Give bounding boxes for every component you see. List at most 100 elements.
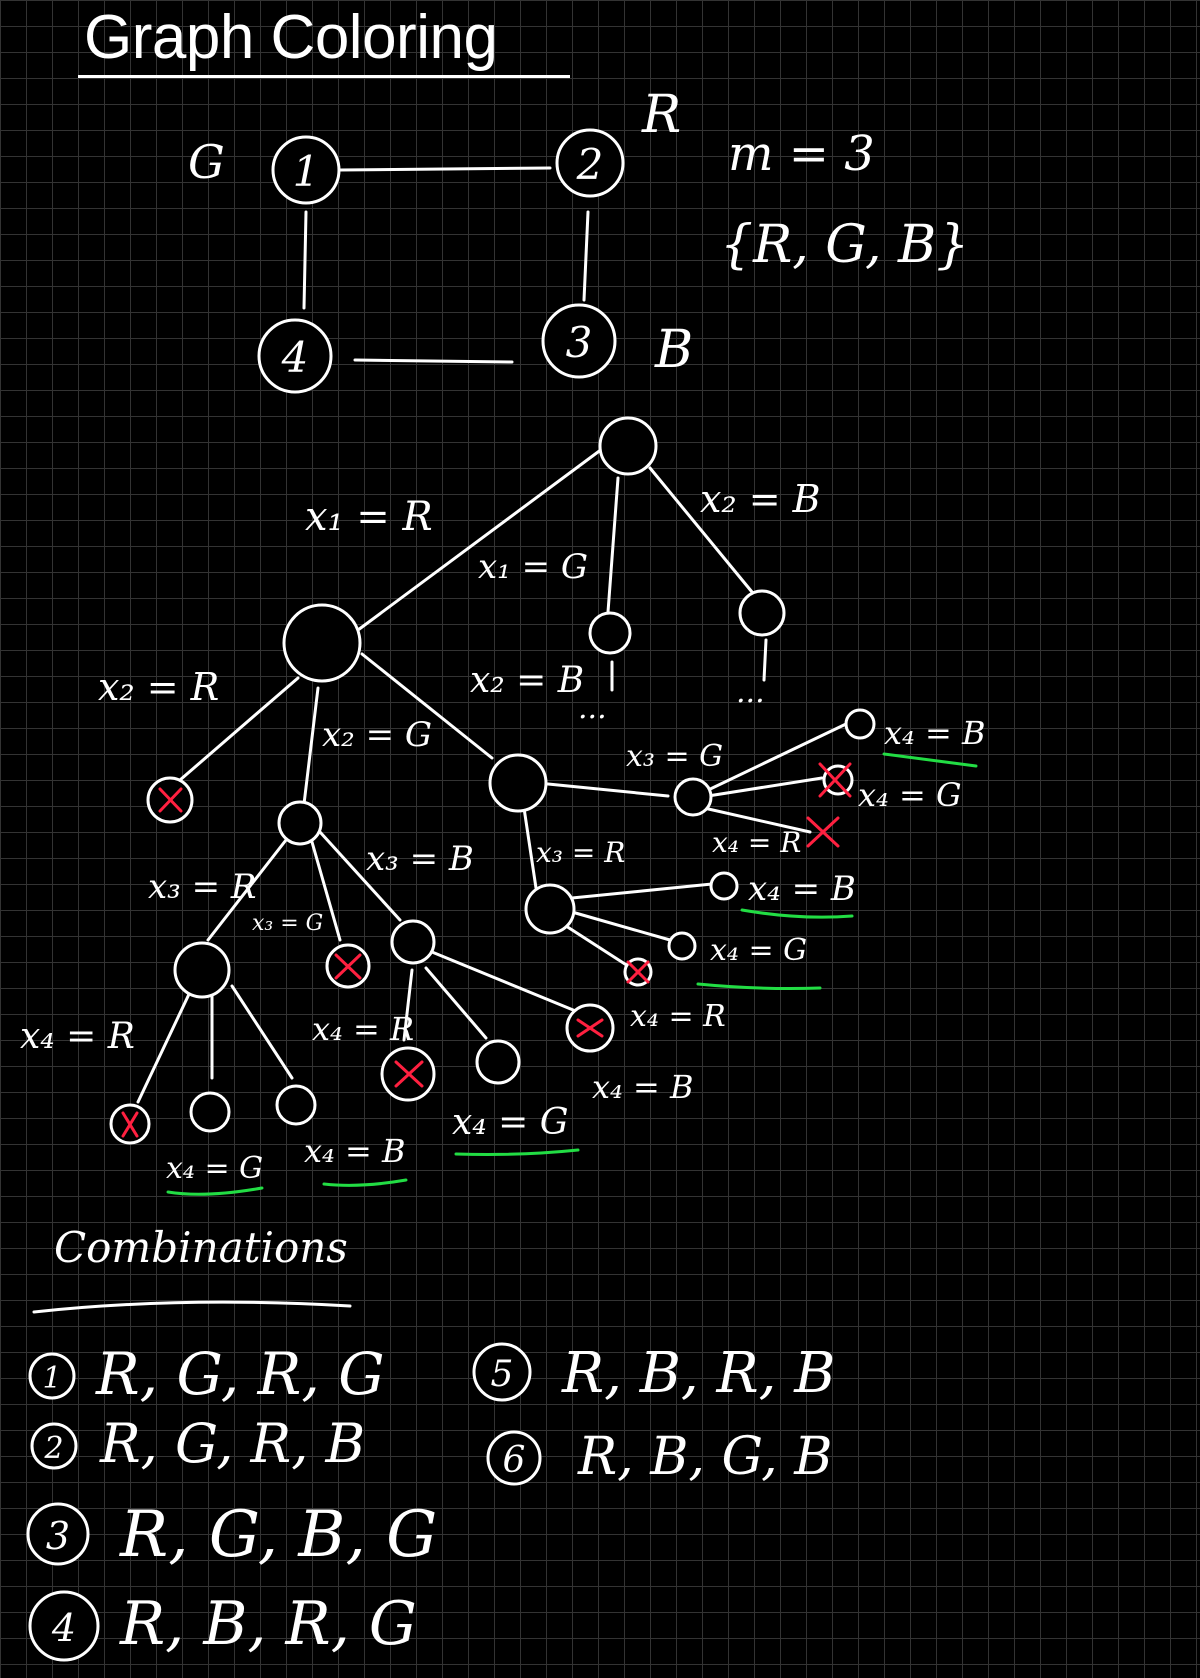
solution-underline <box>454 1148 580 1156</box>
prune-cross <box>818 762 852 798</box>
label-x2-B: x₂ = B <box>470 660 584 701</box>
vertex-2-label: 2 <box>576 140 604 189</box>
vertex-1-label: 1 <box>293 147 320 196</box>
label-x4-G-d: x₄ = G <box>710 933 807 968</box>
label-x1-G: x₁ = G <box>478 547 588 587</box>
tree-edge <box>648 466 754 594</box>
label-x4-B-c: x₄ = B <box>884 714 986 752</box>
label-x4-B-e: x₄ = B <box>592 1068 694 1106</box>
label-x3-G-b: x₃ = G <box>626 739 723 774</box>
number-circle <box>486 1430 542 1486</box>
tree-edge <box>606 476 620 614</box>
combination-item: 4 R, B, R, G <box>28 1589 417 1662</box>
vertex-1 <box>271 135 341 205</box>
combination-number: 4 <box>51 1606 76 1650</box>
combination-item: 2 R, G, R, B <box>30 1412 365 1475</box>
combination-number: 2 <box>43 1431 63 1466</box>
solution-underline <box>740 908 854 919</box>
number-circle <box>28 1352 76 1400</box>
combination-item: 6 R, B, G, B <box>486 1427 832 1487</box>
prune-cross <box>334 953 362 980</box>
vertex-3-label: 3 <box>566 318 593 367</box>
combinations-heading: Combinations <box>54 1223 348 1272</box>
combination-item: 1 R, G, R, G <box>28 1340 385 1408</box>
combination-item: 3 R, G, B, G <box>26 1498 437 1572</box>
prune-cross <box>806 816 840 848</box>
label-x3-G-a: x₃ = G <box>252 911 323 936</box>
tree-edge <box>522 806 538 890</box>
solution-underline <box>882 752 978 768</box>
tree-edge <box>430 950 580 1014</box>
combination-number: 6 <box>503 1440 526 1481</box>
combination-text: R, B, R, B <box>561 1341 835 1406</box>
tree-leaf <box>189 1091 231 1133</box>
solution-underline <box>696 982 822 990</box>
number-circle <box>472 1342 532 1402</box>
combination-text: R, G, R, B <box>99 1412 365 1475</box>
tree-edge <box>546 782 670 798</box>
tree-node-x2-B <box>488 753 548 813</box>
tree-node-x1-B <box>738 589 786 637</box>
label-x4-R-a: x₄ = R <box>20 1016 135 1057</box>
tree-ellipsis-1: ... <box>578 691 607 726</box>
tree-leaf <box>709 871 739 901</box>
solution-underline <box>322 1178 408 1187</box>
combination-number: 5 <box>491 1354 514 1395</box>
graph-g: G 1 2 3 4 R B m = 3 {R, G, B} <box>188 85 969 394</box>
tree-node-x2-G <box>277 800 323 846</box>
vertex-3-color-note: B <box>654 320 693 380</box>
page-title: Graph Coloring <box>84 3 498 72</box>
vertex-2-color-note: R <box>641 85 681 145</box>
label-x4-R-b: x₄ = R <box>312 1010 414 1048</box>
tree-ellipsis-2: ... <box>736 675 765 710</box>
number-circle <box>28 1590 100 1662</box>
label-x4-G-b: x₄ = G <box>452 1102 569 1143</box>
tree-root <box>598 416 658 476</box>
combination-item: 5 R, B, R, B <box>472 1341 835 1406</box>
tree-node-x3-R <box>173 941 231 999</box>
tree-edge <box>702 806 812 834</box>
combinations-section: Combinations 1 R, G, R, G 2 R, G, R, B 3… <box>26 1223 835 1662</box>
combination-number: 1 <box>42 1361 61 1396</box>
tree-edge <box>206 838 288 942</box>
combinations-underline <box>32 1300 352 1314</box>
prune-cross <box>394 1060 424 1088</box>
vertex-4-label: 4 <box>281 333 309 382</box>
tree-edge <box>310 840 342 942</box>
tree-node-pruned <box>822 764 854 796</box>
tree-edge <box>136 990 192 1104</box>
vertex-4 <box>257 318 333 394</box>
prune-cross <box>576 1018 604 1038</box>
tree-node-x3-B <box>390 919 436 965</box>
tree-edge <box>762 638 768 682</box>
tree-leaf <box>475 1039 521 1085</box>
label-x2-R: x₂ = R <box>98 665 219 709</box>
tree-edge <box>360 652 494 760</box>
tree-edge <box>702 722 848 794</box>
tree-node-x1-G <box>588 611 632 655</box>
tree-leaf <box>667 931 697 961</box>
tree-edge <box>230 984 294 1080</box>
label-x2-G: x₂ = G <box>322 715 432 755</box>
label-x3-R-b: x₃ = R <box>536 836 625 869</box>
tree-leaf <box>275 1084 317 1126</box>
combination-text: R, G, B, G <box>119 1498 437 1572</box>
tree-edge <box>302 686 320 806</box>
m-label: m = 3 <box>728 126 875 182</box>
number-circle <box>26 1502 90 1566</box>
tree-edge <box>356 447 604 632</box>
label-x4-G-a: x₄ = G <box>166 1151 263 1186</box>
tree-node-x3-G <box>673 777 713 817</box>
tree-edge <box>570 910 672 942</box>
edge-4-3 <box>353 358 514 364</box>
vertex-3 <box>541 303 617 379</box>
label-x3-R-a: x₃ = R <box>148 867 257 907</box>
label-x4-B-a: x₄ = B <box>304 1132 406 1170</box>
label-x1-R: x₁ = R <box>305 494 433 540</box>
edge-2-3 <box>582 210 590 302</box>
label-x4-R-d: x₄ = R <box>630 999 726 1034</box>
solution-underline <box>166 1186 264 1196</box>
label-x2-B-top: x₂ = B <box>700 477 821 521</box>
